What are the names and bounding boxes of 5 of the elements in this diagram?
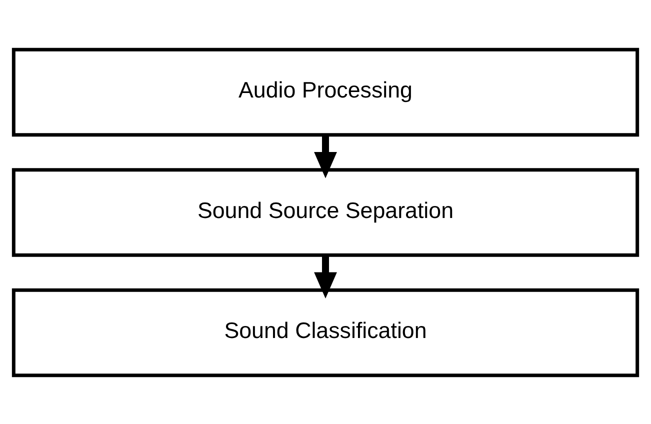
node-box: Sound Source Separation xyxy=(12,168,640,256)
arrow xyxy=(314,134,337,178)
node-box: Audio Processing xyxy=(12,47,640,136)
node-box: Sound Classification xyxy=(12,288,640,377)
arrow xyxy=(314,255,337,298)
